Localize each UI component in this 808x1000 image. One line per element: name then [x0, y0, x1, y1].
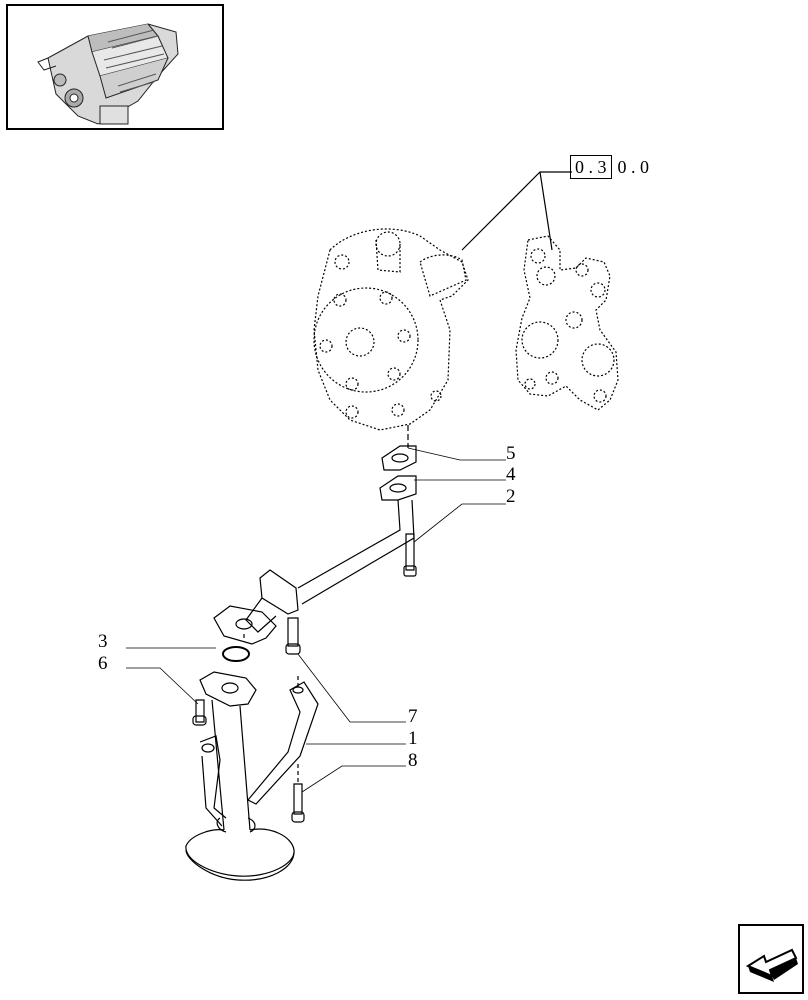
next-page-button[interactable]: [738, 924, 804, 994]
leader-7: [297, 653, 406, 723]
next-page-arrow-icon: [745, 948, 798, 982]
callout-8: 8: [408, 750, 418, 771]
part-6-bolt: [192, 699, 207, 726]
callout-4: 4: [506, 464, 516, 485]
leader-2: [413, 503, 506, 543]
engine-thumbnail: [6, 4, 224, 130]
oil-pump-phantom: [313, 228, 469, 431]
leader-ref-pump: [461, 171, 572, 251]
part-1-strainer: [185, 671, 319, 881]
part-4-gasket: [379, 475, 417, 501]
callout-3: 3: [98, 631, 108, 652]
reference-code-suffix: 0 . 0: [617, 157, 650, 177]
pump-gasket-phantom: [515, 235, 619, 411]
engine-thumbnail-icon: [37, 23, 179, 125]
callout-7: 7: [408, 706, 418, 727]
part-7-bolt: [285, 617, 301, 655]
suction-pipe: [245, 499, 415, 633]
part-5-gasket: [381, 445, 417, 471]
callout-2: 2: [506, 486, 516, 507]
leader-6: [126, 667, 199, 705]
callout-1: 1: [408, 728, 418, 749]
pipe-flange: [213, 605, 277, 645]
part-3-o-ring: [222, 646, 250, 662]
leader-5: [407, 447, 506, 461]
leader-ref-gasket: [539, 171, 553, 251]
callout-5: 5: [506, 443, 516, 464]
part-8-bolt: [291, 783, 305, 823]
reference-code-boxed: 0 . 3: [570, 155, 612, 179]
part-2-bolt: [403, 533, 417, 577]
callout-6: 6: [98, 653, 108, 674]
leader-8: [301, 765, 406, 793]
